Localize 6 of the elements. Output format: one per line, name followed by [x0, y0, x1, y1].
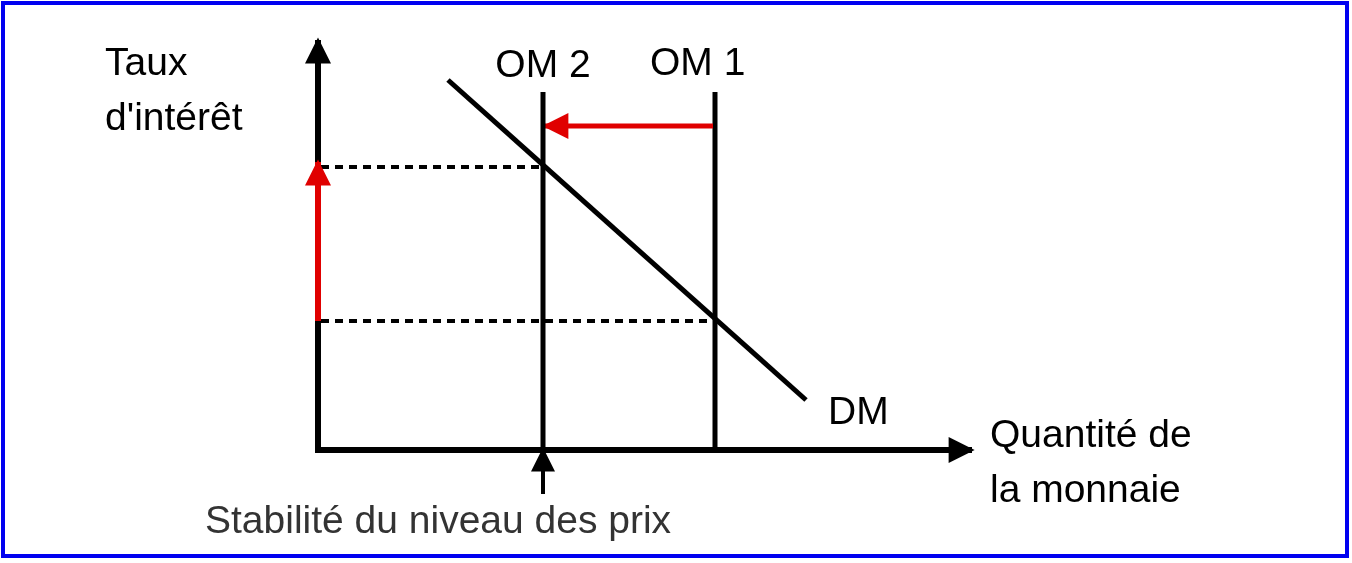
- curve-label: OM 1: [650, 39, 747, 85]
- axis-label: Taux d'intérêt: [105, 39, 244, 140]
- axis-label: Quantité de la monnaie: [990, 411, 1193, 512]
- caption-text: Stabilité du niveau des prix: [205, 497, 673, 543]
- curve-label: DM: [828, 388, 890, 434]
- curve-label: OM 2: [494, 41, 592, 87]
